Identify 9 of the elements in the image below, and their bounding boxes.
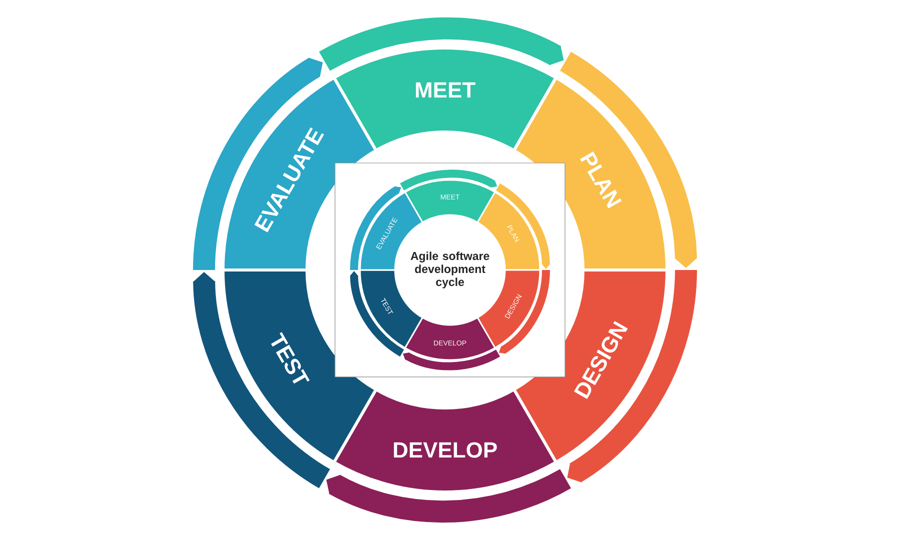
cycle-arrow <box>350 271 404 356</box>
cycle-segment: MEET <box>332 46 558 152</box>
cycle-arrow <box>193 58 323 270</box>
cycle-arrow <box>319 17 564 72</box>
cycle-arrow <box>560 52 698 268</box>
cycle-segment: DEVELOP <box>332 388 558 494</box>
cycle-arrow <box>567 270 697 482</box>
cycle-arrow <box>192 272 330 488</box>
cycle-arrow <box>496 183 550 269</box>
